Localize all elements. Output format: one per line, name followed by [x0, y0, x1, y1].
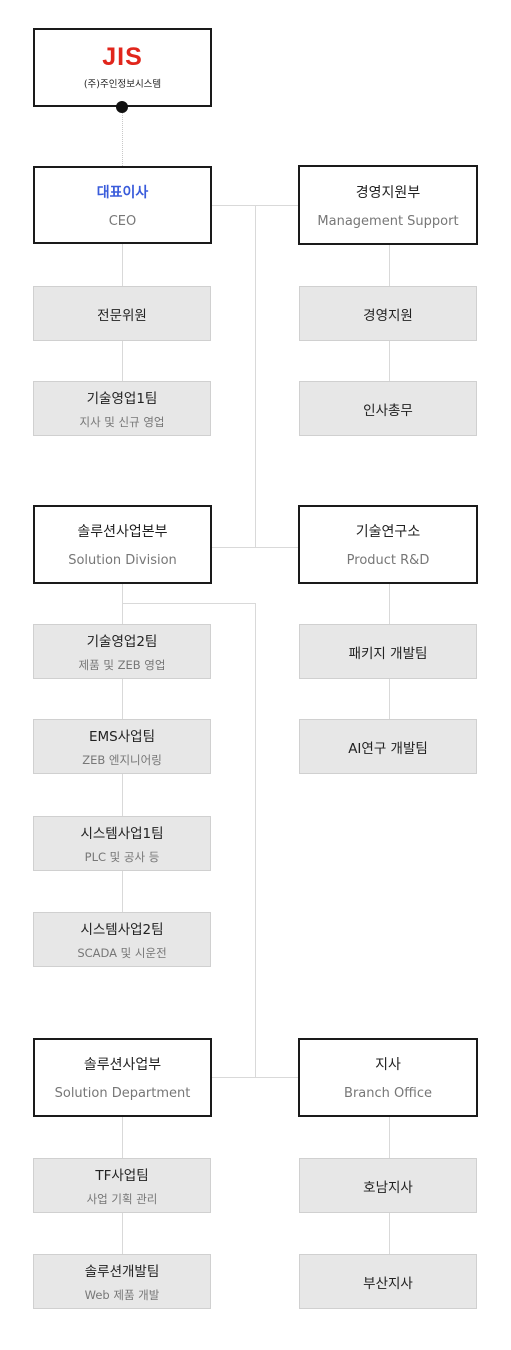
branch-office-subtitle: Branch Office: [344, 1086, 432, 1101]
division-branch-horizontal-line: [122, 603, 256, 604]
team-title: 기술영업2팀: [86, 634, 158, 650]
team-management-support: 경영지원: [299, 286, 477, 341]
mgmt-support-subtitle: Management Support: [317, 213, 459, 229]
team-title: EMS사업팀: [88, 729, 155, 745]
team-title: 호남지사: [363, 1179, 413, 1196]
ceo-subtitle: CEO: [108, 213, 137, 229]
solution-division-box: 솔루션사업본부 Solution Division: [33, 505, 212, 584]
logo-brand: JIS: [102, 43, 143, 71]
department-branch-horizontal-line: [212, 1077, 299, 1078]
team-system-business-2: 시스템사업2팀 SCADA 및 시운전: [33, 912, 211, 967]
solution-division-subtitle: Solution Division: [68, 553, 177, 568]
team-title: TF사업팀: [95, 1168, 149, 1184]
team-title: 부산지사: [363, 1275, 413, 1292]
product-rd-box: 기술연구소 Product R&D: [298, 505, 478, 584]
product-rd-subtitle: Product R&D: [346, 553, 430, 568]
team-title: AI연구 개발팀: [348, 740, 428, 757]
ceo-title: 대표이사: [96, 184, 149, 201]
team-subtitle: PLC 및 공사 등: [84, 850, 160, 864]
team-subtitle: 지사 및 신규 영업: [79, 415, 165, 429]
team-ems-business: EMS사업팀 ZEB 엔지니어링: [33, 719, 211, 774]
product-rd-title: 기술연구소: [355, 524, 421, 540]
team-ai-research-dev: AI연구 개발팀: [299, 719, 477, 774]
solution-department-subtitle: Solution Department: [54, 1086, 191, 1101]
team-tech-sales-2: 기술영업2팀 제품 및 ZEB 영업: [33, 624, 211, 679]
team-title: 인사총무: [363, 402, 413, 419]
team-package-dev: 패키지 개발팀: [299, 624, 477, 679]
logo-company-name: (주)주인정보시스템: [83, 79, 162, 90]
team-subtitle: ZEB 엔지니어링: [82, 753, 162, 767]
team-title: 기술영업1팀: [86, 391, 158, 407]
logo-ceo-connector: [122, 113, 123, 166]
branch-office-box: 지사 Branch Office: [298, 1038, 478, 1117]
team-title: 패키지 개발팀: [348, 645, 428, 662]
solution-division-title: 솔루션사업본부: [77, 524, 168, 540]
team-hr-general-affairs: 인사총무: [299, 381, 477, 436]
team-title: 시스템사업2팀: [80, 922, 164, 938]
division-rd-horizontal-line: [212, 547, 299, 548]
logo-connector-dot: [116, 101, 128, 113]
ceo-box: 대표이사 CEO: [33, 166, 212, 244]
solution-department-box: 솔루션사업부 Solution Department: [33, 1038, 212, 1117]
team-subtitle: 제품 및 ZEB 영업: [78, 658, 166, 672]
team-subtitle: Web 제품 개발: [84, 1288, 160, 1302]
company-logo: JIS (주)주인정보시스템: [33, 28, 212, 107]
team-solution-dev: 솔루션개발팀 Web 제품 개발: [33, 1254, 211, 1309]
team-subtitle: SCADA 및 시운전: [77, 946, 167, 960]
team-expert-committee: 전문위원: [33, 286, 211, 341]
team-title: 시스템사업1팀: [80, 826, 164, 842]
branch-office-title: 지사: [375, 1057, 401, 1073]
solution-department-title: 솔루션사업부: [83, 1057, 162, 1073]
secondary-trunk-line: [255, 603, 256, 1077]
main-trunk-line: [255, 205, 256, 547]
mgmt-support-title: 경영지원부: [355, 184, 421, 201]
team-system-business-1: 시스템사업1팀 PLC 및 공사 등: [33, 816, 211, 871]
team-tf-business: TF사업팀 사업 기획 관리: [33, 1158, 211, 1213]
team-title: 솔루션개발팀: [84, 1264, 160, 1280]
team-honam-branch: 호남지사: [299, 1158, 477, 1213]
team-subtitle: 사업 기획 관리: [86, 1192, 158, 1206]
team-title: 경영지원: [363, 307, 413, 324]
team-title: 전문위원: [97, 307, 147, 324]
team-busan-branch: 부산지사: [299, 1254, 477, 1309]
mgmt-support-box: 경영지원부 Management Support: [298, 165, 478, 245]
team-tech-sales-1: 기술영업1팀 지사 및 신규 영업: [33, 381, 211, 436]
